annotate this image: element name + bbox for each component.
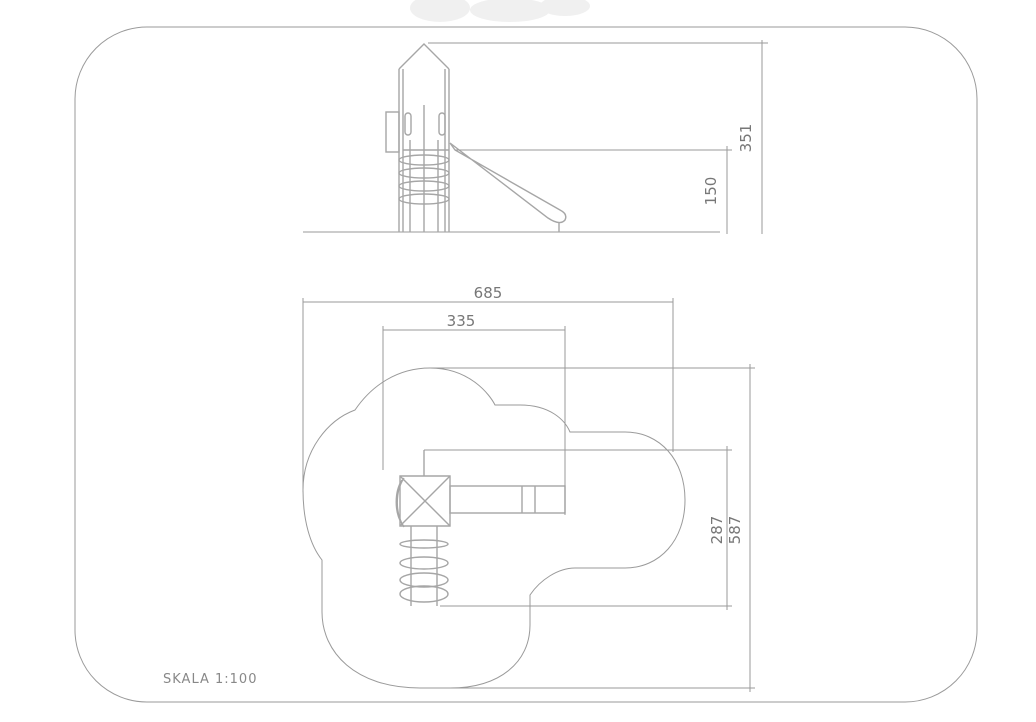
scale-label: SKALA 1:100 xyxy=(163,672,258,687)
slide xyxy=(449,142,567,224)
watermark-logo xyxy=(410,0,590,22)
dim-height-total: 351 xyxy=(737,124,755,153)
dim-depth-total: 587 xyxy=(726,516,744,545)
dim-height-platform: 150 xyxy=(702,177,720,206)
dim-depth-partial: 287 xyxy=(708,516,726,545)
side-elevation: 351 150 xyxy=(303,40,768,234)
drawing-frame xyxy=(74,26,978,703)
dim-width-partial: 335 xyxy=(447,312,476,330)
safety-zone xyxy=(302,367,686,689)
dim-width-total: 685 xyxy=(474,284,503,302)
plan-view: 685 335 287 587 xyxy=(302,284,755,692)
slide-plan xyxy=(449,485,566,514)
